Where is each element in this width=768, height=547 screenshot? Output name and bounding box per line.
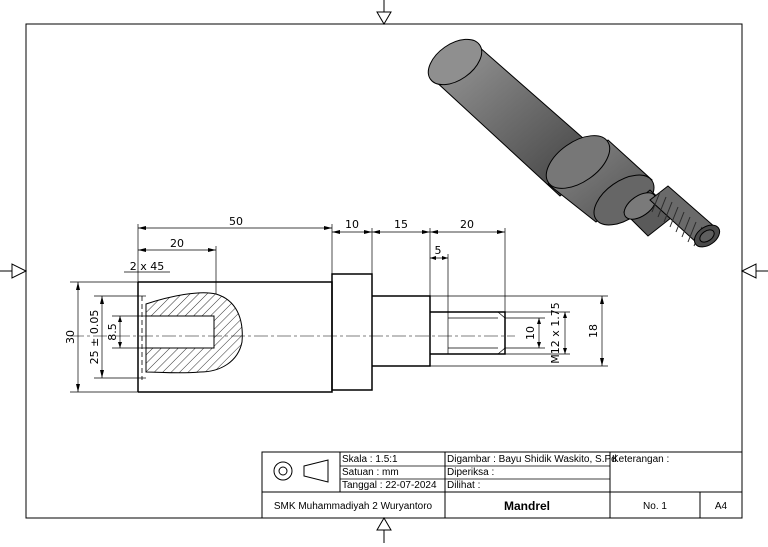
dim-10-thread: 10 (524, 326, 537, 340)
checked-by-text: Diperiksa : (447, 467, 494, 478)
dimension-texts: 50 20 10 15 20 5 2 x 45 30 25 ± 0.05 8.5… (64, 215, 600, 364)
unit-text: Satuan : mm (342, 467, 399, 478)
dim-20-right: 20 (460, 218, 474, 231)
school-text: SMK Muhammadiyah 2 Wuryantoro (274, 501, 433, 512)
isometric-view (427, 38, 721, 248)
dim-5: 5 (435, 244, 442, 257)
part-name-text: Mandrel (504, 499, 550, 513)
dim-15: 15 (394, 218, 408, 231)
dim-25: 25 ± 0.05 (88, 310, 101, 365)
dim-30: 30 (64, 330, 77, 344)
date-text: Tanggal : 22-07-2024 (342, 480, 437, 491)
dim-10: 10 (345, 218, 359, 231)
dim-20-top: 20 (170, 237, 184, 250)
section-view (70, 273, 515, 393)
dim-18: 18 (587, 324, 600, 338)
projection-symbol (273, 459, 329, 483)
title-block: Skala : 1.5:1 Satuan : mm Tanggal : 22-0… (261, 451, 743, 519)
drawn-by-text: Digambar : Bayu Shidik Waskito, S.Pd (447, 454, 617, 465)
dim-m12: M12 x 1.75 (549, 302, 562, 363)
number-text: No. 1 (643, 501, 667, 512)
paper-size-text: A4 (715, 501, 728, 512)
dimension-arrows (76, 226, 604, 392)
dim-50: 50 (229, 215, 243, 228)
dim-chamfer: 2 x 45 (130, 260, 165, 273)
seen-by-text: Dilihat : (447, 480, 480, 491)
remarks-text: Keterangan : (612, 454, 669, 465)
dimension-lines (70, 224, 608, 393)
dim-8-5: 8.5 (106, 323, 119, 341)
scale-text: Skala : 1.5:1 (342, 454, 398, 465)
